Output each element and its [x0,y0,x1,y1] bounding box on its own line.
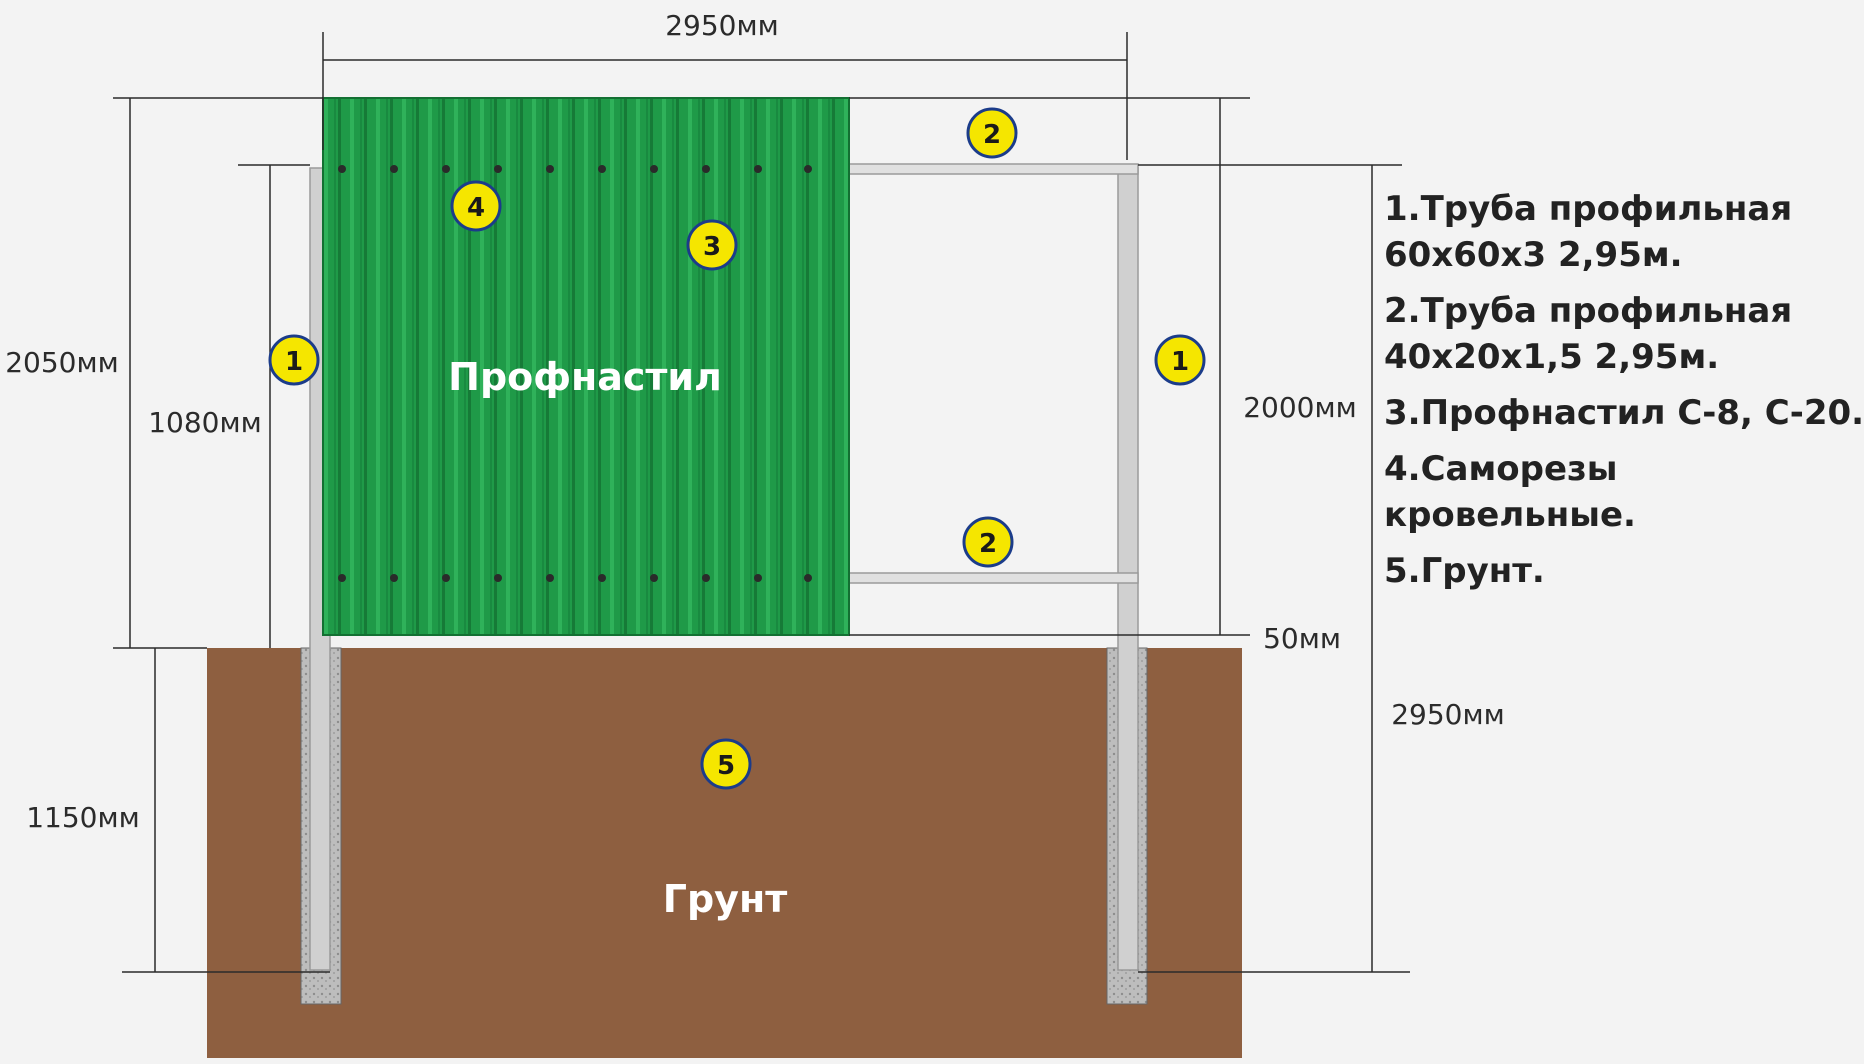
svg-text:4: 4 [467,193,485,223]
legend-item: 2.Труба профильная 40x20x1,5 2,95м. [1384,288,1844,380]
svg-text:3: 3 [703,232,721,262]
svg-text:1: 1 [285,347,303,377]
dim-right-total: 2950мм [1391,698,1505,731]
dim-left-total-height: 2050мм [5,346,119,379]
dimension-lines [113,32,1410,973]
legend: 1.Труба профильная 60x60x3 2,95м. 2.Труб… [1384,186,1864,604]
badge-sheet: 3 [686,219,738,271]
legend-item-line: 40x20x1,5 2,95м. [1384,337,1720,377]
svg-text:2: 2 [979,529,997,559]
legend-item-line: 3.Профнастил С-8, С-20. [1384,393,1864,433]
badge-screws: 4 [450,180,502,232]
sheet-label: Профнастил [448,355,722,399]
svg-text:1: 1 [1171,347,1189,377]
dim-underground-depth: 1150мм [26,801,140,834]
ground-label: Грунт [663,877,787,921]
ground [207,648,1242,1058]
legend-item: 1.Труба профильная 60x60x3 2,95м. [1384,186,1844,278]
dim-right-post-height: 2000мм [1243,391,1357,424]
dim-left-post-height: 1080мм [148,406,262,439]
legend-item-line: кровельные. [1384,495,1636,535]
post-right [1117,167,1139,971]
badge-rail-bottom: 2 [962,516,1014,568]
legend-item-line: 60x60x3 2,95м. [1384,235,1683,275]
legend-item-line: 5.Грунт. [1384,551,1545,591]
legend-item-line: 1.Труба профильная [1384,189,1793,229]
legend-item-line: 2.Труба профильная [1384,291,1793,331]
dim-top-width: 2950мм [665,9,779,42]
badge-post-left: 1 [268,334,320,386]
screws-top-row [338,165,812,173]
legend-item: 3.Профнастил С-8, С-20. [1384,390,1864,436]
legend-item: 5.Грунт. [1384,548,1844,594]
corrugated-sheet [322,97,850,636]
dim-gap: 50мм [1263,622,1341,655]
legend-item-line: 4.Саморезы [1384,449,1618,489]
svg-text:2: 2 [983,120,1001,150]
badge-ground: 5 [700,738,752,790]
legend-item: 4.Саморезы кровельные. [1384,446,1844,538]
badge-post-right: 1 [1154,334,1206,386]
screws-bottom-row [338,574,812,582]
svg-text:5: 5 [717,751,735,781]
badge-rail-top: 2 [966,107,1018,159]
